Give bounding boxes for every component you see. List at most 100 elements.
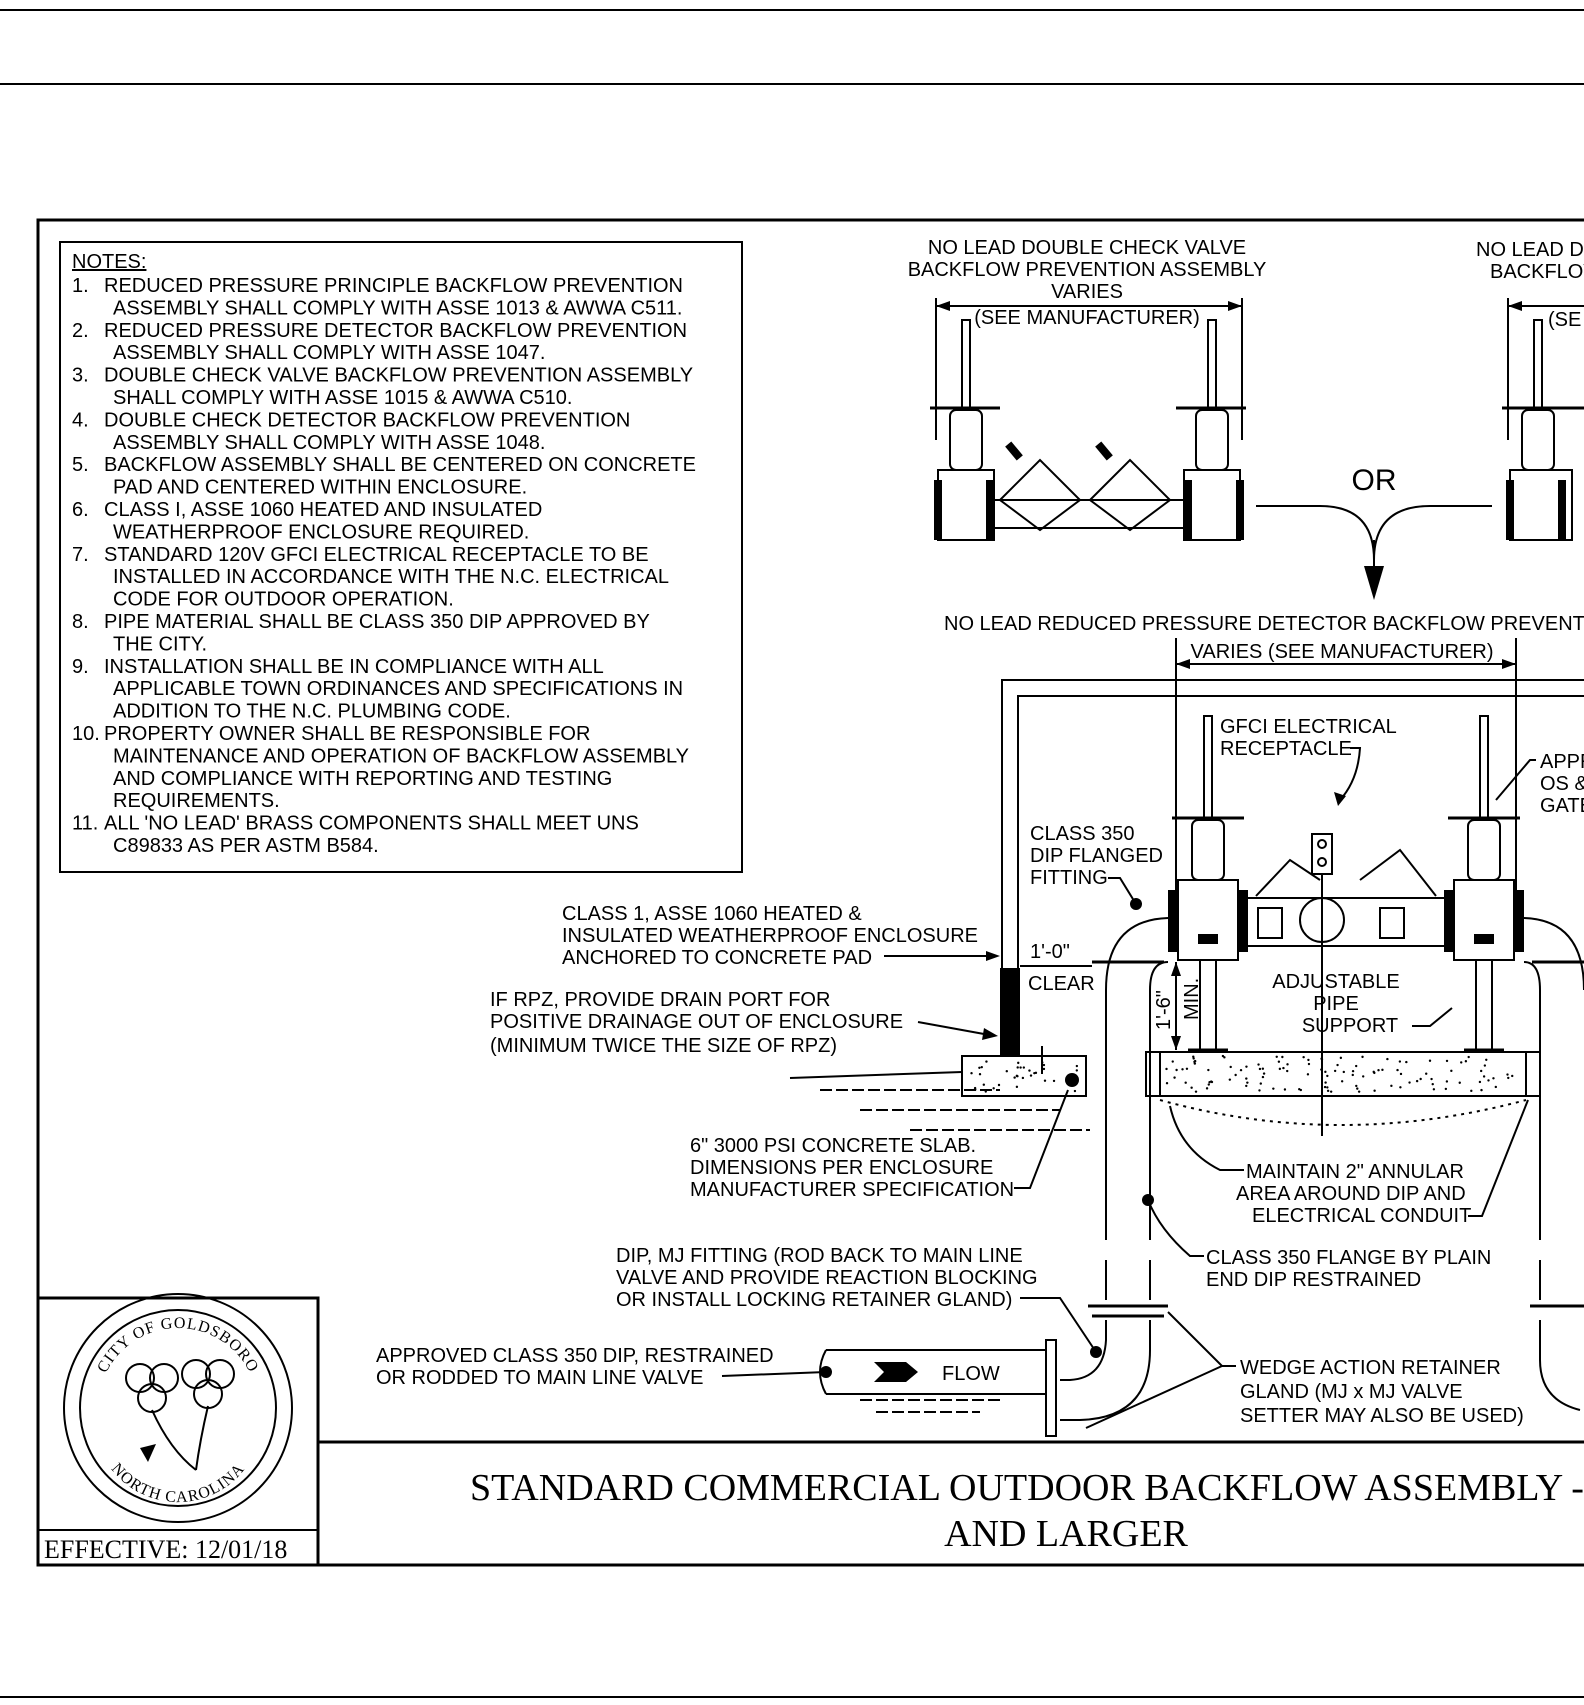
stipple-dot [997,1083,1001,1087]
note-line: CLASS I, ASSE 1060 HEATED AND INSULATED [104,499,542,521]
annular-label-1: MAINTAIN 2" ANNULAR [1246,1161,1464,1183]
stipple-dot [1340,1080,1344,1083]
note-number: 1. [72,275,89,297]
stipple-dot [1165,1067,1168,1071]
stipple-dot [1029,1074,1033,1077]
note-line: PAD AND CENTERED WITHIN ENCLOSURE. [113,477,527,499]
note-line: MAINTENANCE AND OPERATION OF BACKFLOW AS… [113,745,689,767]
stipple-dot [1019,1066,1022,1069]
stipple-dot [1357,1090,1361,1093]
slab-label-3: MANUFACTURER SPECIFICATION [690,1179,1014,1201]
note-number: 11. [72,813,98,835]
stipple-dot [1184,1081,1187,1084]
flow-arrow-icon [874,1362,918,1382]
stipple-dot [1431,1082,1434,1086]
notes-list: 1.REDUCED PRESSURE PRINCIPLE BACKFLOW PR… [72,275,696,857]
stipple-dot [1444,1087,1448,1091]
min-dimension-text: MIN. [1181,978,1203,1020]
stipple-dot [1445,1059,1449,1063]
dcva-varies: VARIES [1051,281,1123,303]
note-number: 5. [72,454,89,476]
stipple-dot [1351,1073,1354,1077]
stipple-dot [1165,1082,1169,1085]
stipple-dot [1013,1076,1016,1079]
stipple-dot [1467,1055,1470,1059]
stipple-dot [1245,1065,1248,1068]
wedge-label-1: WEDGE ACTION RETAINER [1240,1357,1501,1379]
stipple-dot [1210,1080,1213,1083]
drawing-title-line-1: STANDARD COMMERCIAL OUTDOOR BACKFLOW ASS… [470,1467,1584,1509]
note-line: ASSEMBLY SHALL COMPLY WITH ASSE 1048. [113,432,545,454]
stipple-dot [1185,1067,1189,1071]
or-connector: OR [1256,464,1492,600]
right-riser-pipe [1523,917,1584,1240]
dcva-title-line-1: NO LEAD DOUBLE CHECK VALVE [928,237,1246,259]
class350-label-3: FITTING [1030,867,1108,889]
stipple-dot [1298,1088,1301,1091]
left-riser-pipe [1092,898,1169,1240]
concrete-pad [789,1051,1541,1131]
stipple-dot [1326,1089,1330,1093]
stipple-dot [1381,1068,1384,1072]
stipple-dot [1432,1088,1436,1091]
adjustable-support-label-2: PIPE [1313,993,1359,1015]
stipple-dot [970,1071,973,1075]
seal-box [36,1296,320,1567]
stipple-dot [980,1065,983,1069]
stipple-dot [1016,1066,1019,1069]
stipple-dot [1333,1069,1337,1073]
stipple-dot [1173,1076,1176,1079]
stipple-dot [1193,1062,1197,1065]
stipple-dot [1042,1067,1046,1071]
note-line: PIPE MATERIAL SHALL BE CLASS 350 DIP APP… [104,611,650,633]
note-line: C89833 AS PER ASTM B584. [113,835,379,857]
stipple-dot [1324,1081,1327,1084]
stipple-dot [1342,1070,1345,1074]
drain-label-3: (MINIMUM TWICE THE SIZE OF RPZ) [490,1035,837,1057]
note-line: INSTALLATION SHALL BE IN COMPLIANCE WITH… [104,656,604,678]
stipple-dot [1492,1077,1495,1080]
approved-pipe-label-2: OR RODDED TO MAIN LINE VALVE [376,1367,703,1389]
stipple-dot [1258,1067,1262,1071]
stipple-dot [1175,1068,1178,1072]
stipple-dot [1415,1079,1419,1083]
right-partial-assembly: NO LEAD D BACKFLOV (SE [1476,239,1584,541]
wedge-label-2: GLAND (MJ x MJ VALVE [1240,1381,1463,1403]
stipple-dot [1329,1090,1333,1093]
note-line: THE CITY. [113,633,207,655]
flow-label: FLOW [942,1363,1000,1385]
svg-text:NORTH CAROLINA: NORTH CAROLINA [108,1460,248,1506]
flange-label-2: END DIP RESTRAINED [1206,1269,1421,1291]
drain-label-1: IF RPZ, PROVIDE DRAIN PORT FOR [490,989,830,1011]
stipple-dot [1326,1074,1329,1078]
stipple-dot [1028,1069,1031,1072]
stipple-dot [1075,1069,1079,1072]
stipple-dot [1286,1069,1289,1073]
stipple-dot [1339,1056,1343,1060]
stipple-dot [1485,1058,1488,1061]
stipple-dot [1458,1081,1461,1084]
stipple-dot [1326,1086,1329,1089]
stipple-dot [1511,1074,1514,1078]
note-line: REDUCED PRESSURE DETECTOR BACKFLOW PREVE… [104,320,687,342]
note-line: DOUBLE CHECK VALVE BACKFLOW PREVENTION A… [104,365,693,387]
svg-text:CITY OF GOLDSBORO: CITY OF GOLDSBORO [94,1315,262,1376]
stipple-dot [1324,1070,1327,1074]
note-line: ASSEMBLY SHALL COMPLY WITH ASSE 1047. [113,342,545,364]
stipple-dot [1281,1055,1284,1059]
stipple-dot [1043,1079,1047,1082]
stipple-dot [1470,1089,1473,1093]
stipple-dot [1398,1060,1402,1063]
stipple-dot [1373,1071,1376,1075]
right-title-line-1: NO LEAD D [1476,239,1584,261]
stipple-dot [1192,1057,1195,1060]
stipple-dot [1257,1063,1260,1066]
stipple-dot [1323,1085,1327,1089]
note-line: PROPERTY OWNER SHALL BE RESPONSIBLE FOR [104,723,590,745]
approved-valve-label-1: APPR [1540,751,1584,773]
stipple-dot [1390,1084,1393,1088]
annular-label-3: ELECTRICAL CONDUIT [1252,1205,1471,1227]
concrete-stipple [970,1054,1514,1093]
note-number: 10. [72,723,100,745]
